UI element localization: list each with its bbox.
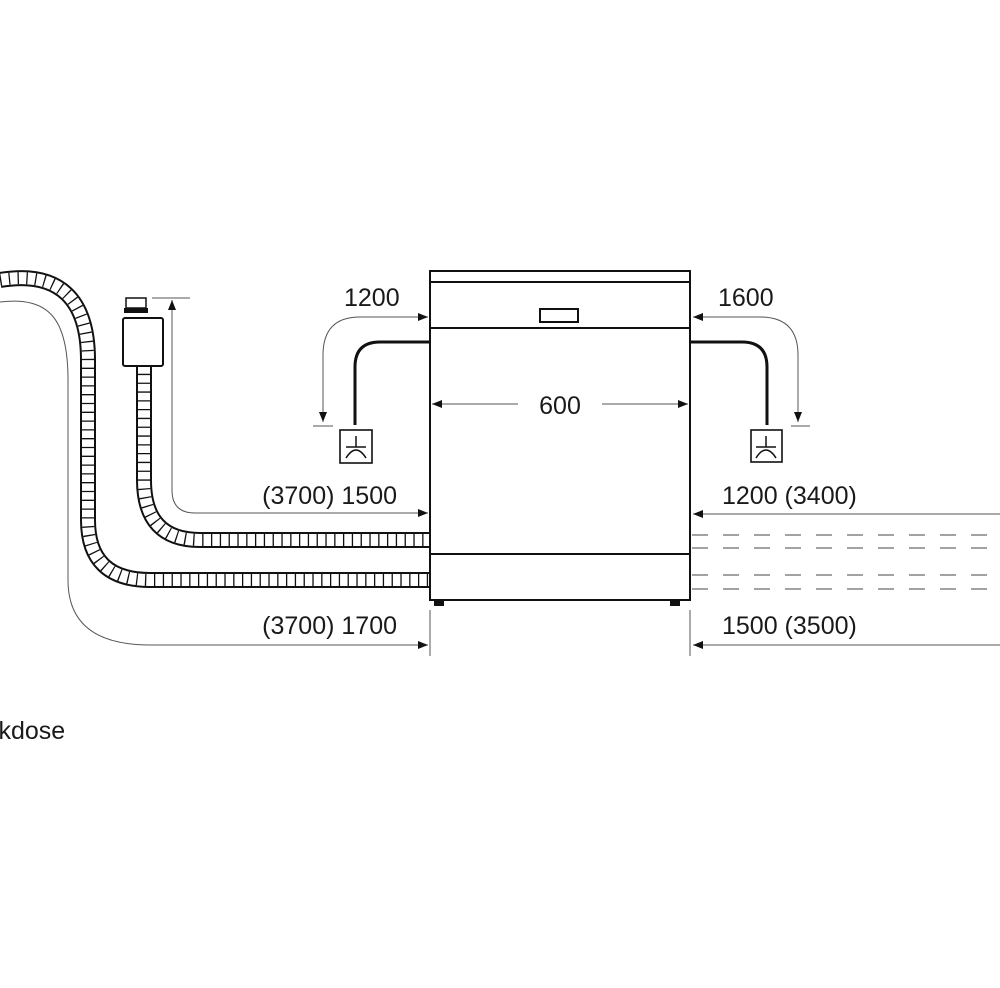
label-inlet-right: 1200 (3400)	[722, 482, 857, 510]
inlet-hose	[136, 365, 430, 548]
label-drain-right: 1500 (3500)	[722, 612, 857, 640]
dim-line-cord-right	[693, 313, 810, 427]
right-hoses-dashed	[692, 534, 990, 590]
water-valve-icon	[122, 297, 164, 367]
power-socket-icon	[750, 429, 783, 463]
foot-right	[670, 600, 680, 606]
foot-left	[434, 600, 444, 606]
dishwasher-front	[429, 270, 691, 606]
power-cord-left	[353, 340, 430, 425]
power-cord-right	[690, 340, 769, 425]
drain-hose	[0, 270, 430, 588]
label-drain-left: (3700) 1700	[262, 612, 397, 640]
label-inlet-left: (3700) 1500	[262, 482, 397, 510]
dim-line-cord-left	[313, 313, 428, 427]
label-cord-right: 1600	[718, 284, 774, 312]
dim-line-drain-left	[0, 300, 428, 649]
dim-line-inlet-left	[152, 297, 428, 517]
label-cord-left: 1200	[344, 284, 400, 312]
label-width: 600	[539, 392, 581, 420]
partial-label: ckdose	[0, 717, 66, 741]
control-display	[539, 308, 579, 323]
power-socket-icon	[339, 429, 373, 464]
